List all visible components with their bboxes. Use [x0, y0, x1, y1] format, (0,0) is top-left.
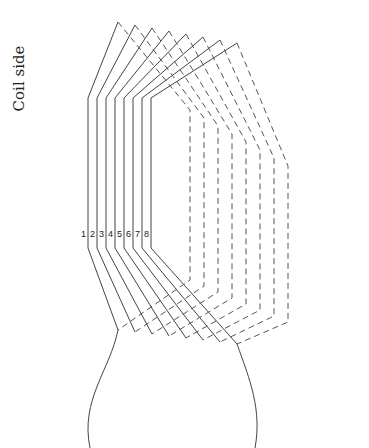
- callout-number: 5: [117, 230, 122, 239]
- callout-number: 3: [99, 230, 104, 239]
- coil-dashed-side: [118, 22, 190, 330]
- callout-number: 4: [108, 230, 113, 239]
- coil-solid-side: [97, 25, 135, 332]
- coil-dashed-side: [135, 25, 204, 332]
- callout-number: 1: [81, 230, 86, 239]
- side-title: Coil side: [13, 45, 28, 111]
- coil-solid-side: [151, 43, 237, 344]
- coil-dashed-side: [237, 43, 288, 344]
- callout-number: 6: [126, 230, 131, 239]
- callout-number: 2: [90, 230, 95, 239]
- callout-number: 8: [144, 230, 149, 239]
- coil-dashed-side: [220, 40, 274, 342]
- coil-lead: [237, 344, 257, 448]
- coil-solid-side: [106, 28, 152, 334]
- callout-number: 7: [135, 230, 140, 239]
- coil-lead: [88, 330, 118, 448]
- coil-dashed-side: [203, 37, 260, 340]
- coil-dashed-side: [186, 34, 246, 338]
- coil-solid-side: [142, 40, 220, 342]
